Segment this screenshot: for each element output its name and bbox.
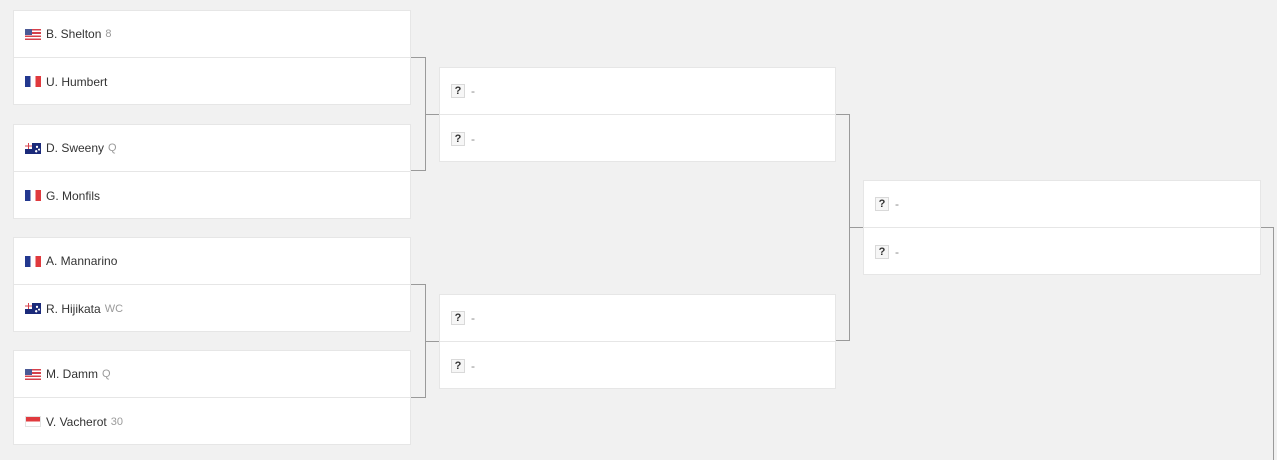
- player-name: G. Monfils: [46, 188, 101, 203]
- bracket-connector: [411, 170, 426, 171]
- tbd-placeholder: -: [471, 84, 475, 98]
- match-card-r1-2[interactable]: D. Sweeny Q G. Monfils: [13, 124, 411, 219]
- player-seed: 30: [110, 415, 123, 428]
- player-seed: Q: [108, 142, 117, 154]
- player-seed: WC: [104, 302, 124, 315]
- match-card-r3-1[interactable]: ? - ? -: [863, 180, 1261, 275]
- france-flag-icon: [25, 190, 41, 201]
- monaco-flag-icon: [25, 416, 41, 427]
- unknown-player-icon: ?: [451, 84, 465, 98]
- tbd-player-row[interactable]: ? -: [864, 181, 1260, 228]
- tbd-player-row[interactable]: ? -: [440, 342, 835, 389]
- tbd-placeholder: -: [471, 131, 475, 146]
- unknown-player-icon: ?: [451, 131, 465, 146]
- bracket-connector: [850, 227, 863, 228]
- bracket-connector: [836, 340, 850, 341]
- player-row[interactable]: U. Humbert: [14, 58, 410, 105]
- player-name: U. Humbert: [46, 74, 108, 89]
- tbd-player-row[interactable]: ? -: [440, 68, 835, 115]
- player-row[interactable]: A. Mannarino: [14, 238, 410, 285]
- france-flag-icon: [25, 76, 41, 87]
- bracket-connector: [1273, 227, 1274, 460]
- player-row[interactable]: B. Shelton 8: [14, 11, 410, 58]
- player-row[interactable]: V. Vacherot 30: [14, 398, 410, 445]
- player-name: D. Sweeny: [46, 141, 105, 155]
- player-name: B. Shelton: [46, 27, 102, 41]
- usa-flag-icon: [25, 368, 41, 380]
- tbd-player-row[interactable]: ? -: [864, 228, 1260, 275]
- usa-flag-icon: [25, 28, 41, 40]
- bracket-connector: [849, 114, 850, 341]
- match-card-r2-2[interactable]: ? - ? -: [439, 294, 836, 389]
- player-name: V. Vacherot: [46, 414, 107, 429]
- player-row[interactable]: R. Hijikata WC: [14, 285, 410, 332]
- tbd-placeholder: -: [895, 244, 899, 259]
- player-row[interactable]: M. Damm Q: [14, 351, 410, 398]
- tbd-placeholder: -: [895, 197, 899, 211]
- bracket-connector: [425, 57, 426, 171]
- bracket-connector: [426, 114, 439, 115]
- player-name: R. Hijikata: [46, 301, 101, 316]
- player-row[interactable]: D. Sweeny Q: [14, 125, 410, 172]
- unknown-player-icon: ?: [875, 197, 889, 211]
- match-card-r1-1[interactable]: B. Shelton 8 U. Humbert: [13, 10, 411, 105]
- tbd-player-row[interactable]: ? -: [440, 295, 835, 342]
- player-name: M. Damm: [46, 367, 98, 381]
- unknown-player-icon: ?: [875, 244, 889, 259]
- bracket-connector: [425, 284, 426, 398]
- player-row[interactable]: G. Monfils: [14, 172, 410, 219]
- match-card-r2-1[interactable]: ? - ? -: [439, 67, 836, 162]
- bracket-connector: [411, 284, 426, 285]
- tbd-placeholder: -: [471, 311, 475, 325]
- australia-flag-icon: [25, 142, 41, 154]
- bracket-connector: [1261, 227, 1274, 228]
- france-flag-icon: [25, 255, 41, 267]
- unknown-player-icon: ?: [451, 358, 465, 373]
- match-card-r1-3[interactable]: A. Mannarino R. Hijikata WC: [13, 237, 411, 332]
- player-seed: 8: [105, 28, 112, 40]
- bracket-connector: [411, 397, 426, 398]
- player-name: A. Mannarino: [46, 254, 118, 268]
- tbd-player-row[interactable]: ? -: [440, 115, 835, 162]
- bracket-connector: [426, 341, 439, 342]
- unknown-player-icon: ?: [451, 311, 465, 325]
- australia-flag-icon: [25, 303, 41, 314]
- bracket-connector: [411, 57, 426, 58]
- tbd-placeholder: -: [471, 358, 475, 373]
- player-seed: Q: [102, 368, 111, 380]
- match-card-r1-4[interactable]: M. Damm Q V. Vacherot 30: [13, 350, 411, 445]
- bracket-connector: [836, 114, 850, 115]
